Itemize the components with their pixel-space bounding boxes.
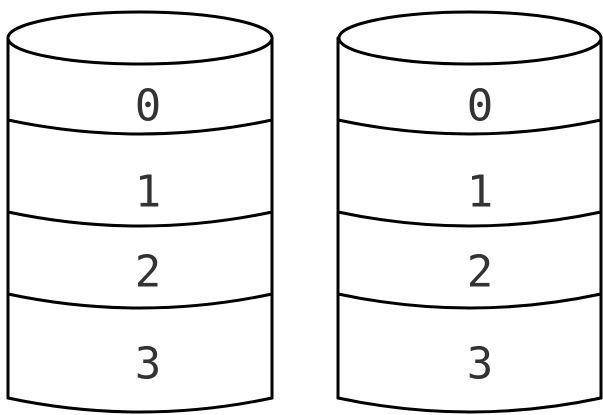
block-divider [6, 292, 274, 310]
block-label: 2 [467, 247, 494, 298]
disk-right: 0 1 2 3 [336, 10, 603, 414]
block-divider [6, 118, 274, 136]
disk-bottom [6, 396, 274, 414]
block-divider [6, 210, 274, 228]
block-label: 1 [135, 167, 162, 218]
block-label: 1 [467, 167, 494, 218]
block-divider [336, 118, 603, 136]
block-divider [336, 210, 603, 228]
block-label: 2 [135, 247, 162, 298]
block-label: 0 [467, 81, 494, 132]
block-label: 3 [467, 339, 494, 390]
block-label: 0 [135, 81, 162, 132]
disk-bottom [336, 396, 603, 414]
block-divider [336, 292, 603, 310]
block-label: 3 [135, 339, 162, 390]
disk-left: 0 1 2 3 [6, 10, 274, 414]
